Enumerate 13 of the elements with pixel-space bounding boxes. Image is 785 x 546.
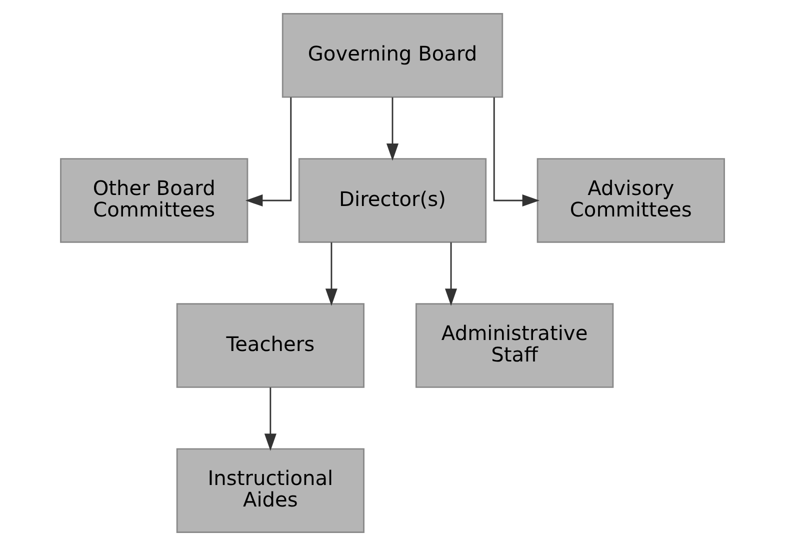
node-box: Director(s) [298, 158, 487, 243]
node-box: Advisory Committees [536, 158, 725, 243]
node-box: Other Board Committees [60, 158, 248, 243]
node-box: Administrative Staff [415, 303, 614, 388]
arrow [444, 242, 458, 306]
node-box: Instructional Aides [176, 448, 364, 533]
node-box: Governing Board [282, 13, 504, 98]
arrow [493, 97, 540, 207]
arrow [386, 97, 399, 161]
arrow [264, 387, 276, 451]
arrow [245, 97, 292, 207]
arrow [325, 242, 338, 306]
node-box: Teachers [176, 303, 364, 388]
